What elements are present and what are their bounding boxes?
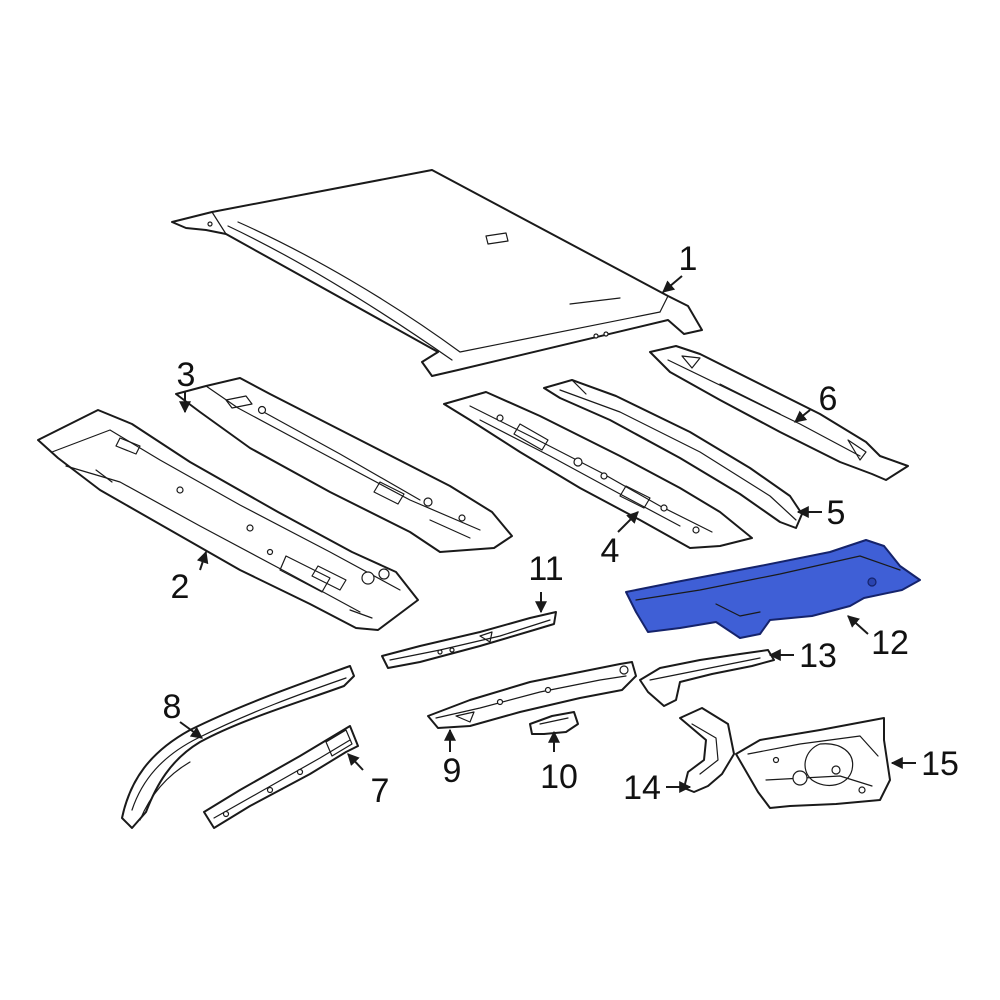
part-5-rear-roof-bow[interactable] — [543, 379, 803, 529]
part-11-side-rail-inner[interactable] — [381, 611, 557, 669]
part-6-rear-header[interactable] — [649, 345, 909, 481]
callout-10: 10 — [540, 758, 578, 796]
part-7-header-inner[interactable] — [203, 725, 359, 829]
part-15-inner-quarter[interactable] — [735, 717, 891, 809]
part-10-bracket[interactable] — [529, 711, 579, 735]
callout-13: 13 — [799, 637, 837, 675]
callout-15: 15 — [921, 745, 959, 783]
leader-lines — [179, 275, 916, 793]
callout-12: 12 — [871, 624, 909, 662]
part-8-pillar-outer[interactable] — [121, 665, 355, 829]
part-9-side-rail-reinforcement[interactable] — [427, 661, 637, 729]
part-1-roof-panel[interactable] — [171, 169, 703, 377]
part-13-rear-side-rail[interactable] — [639, 649, 775, 707]
callout-14: 14 — [623, 769, 661, 807]
part-3-roof-bow[interactable] — [175, 377, 513, 553]
callout-9: 9 — [443, 752, 462, 790]
part-12-roof-bow-highlighted[interactable] — [625, 539, 921, 639]
callout-8: 8 — [163, 688, 182, 726]
callout-2: 2 — [171, 568, 190, 606]
callout-5: 5 — [827, 494, 846, 532]
callout-7: 7 — [371, 772, 390, 810]
callout-6: 6 — [819, 380, 838, 418]
part-2-front-header[interactable] — [37, 409, 419, 631]
part-14-pillar-reinforcement[interactable] — [679, 707, 735, 793]
callout-4: 4 — [601, 532, 620, 570]
callout-11: 11 — [528, 550, 563, 588]
callout-numbers: 1 2 3 4 5 6 7 8 9 10 11 12 13 14 15 — [163, 240, 959, 810]
callout-1: 1 — [679, 240, 698, 278]
part-4-center-roof-bow[interactable] — [443, 391, 753, 549]
callout-3: 3 — [177, 356, 196, 394]
